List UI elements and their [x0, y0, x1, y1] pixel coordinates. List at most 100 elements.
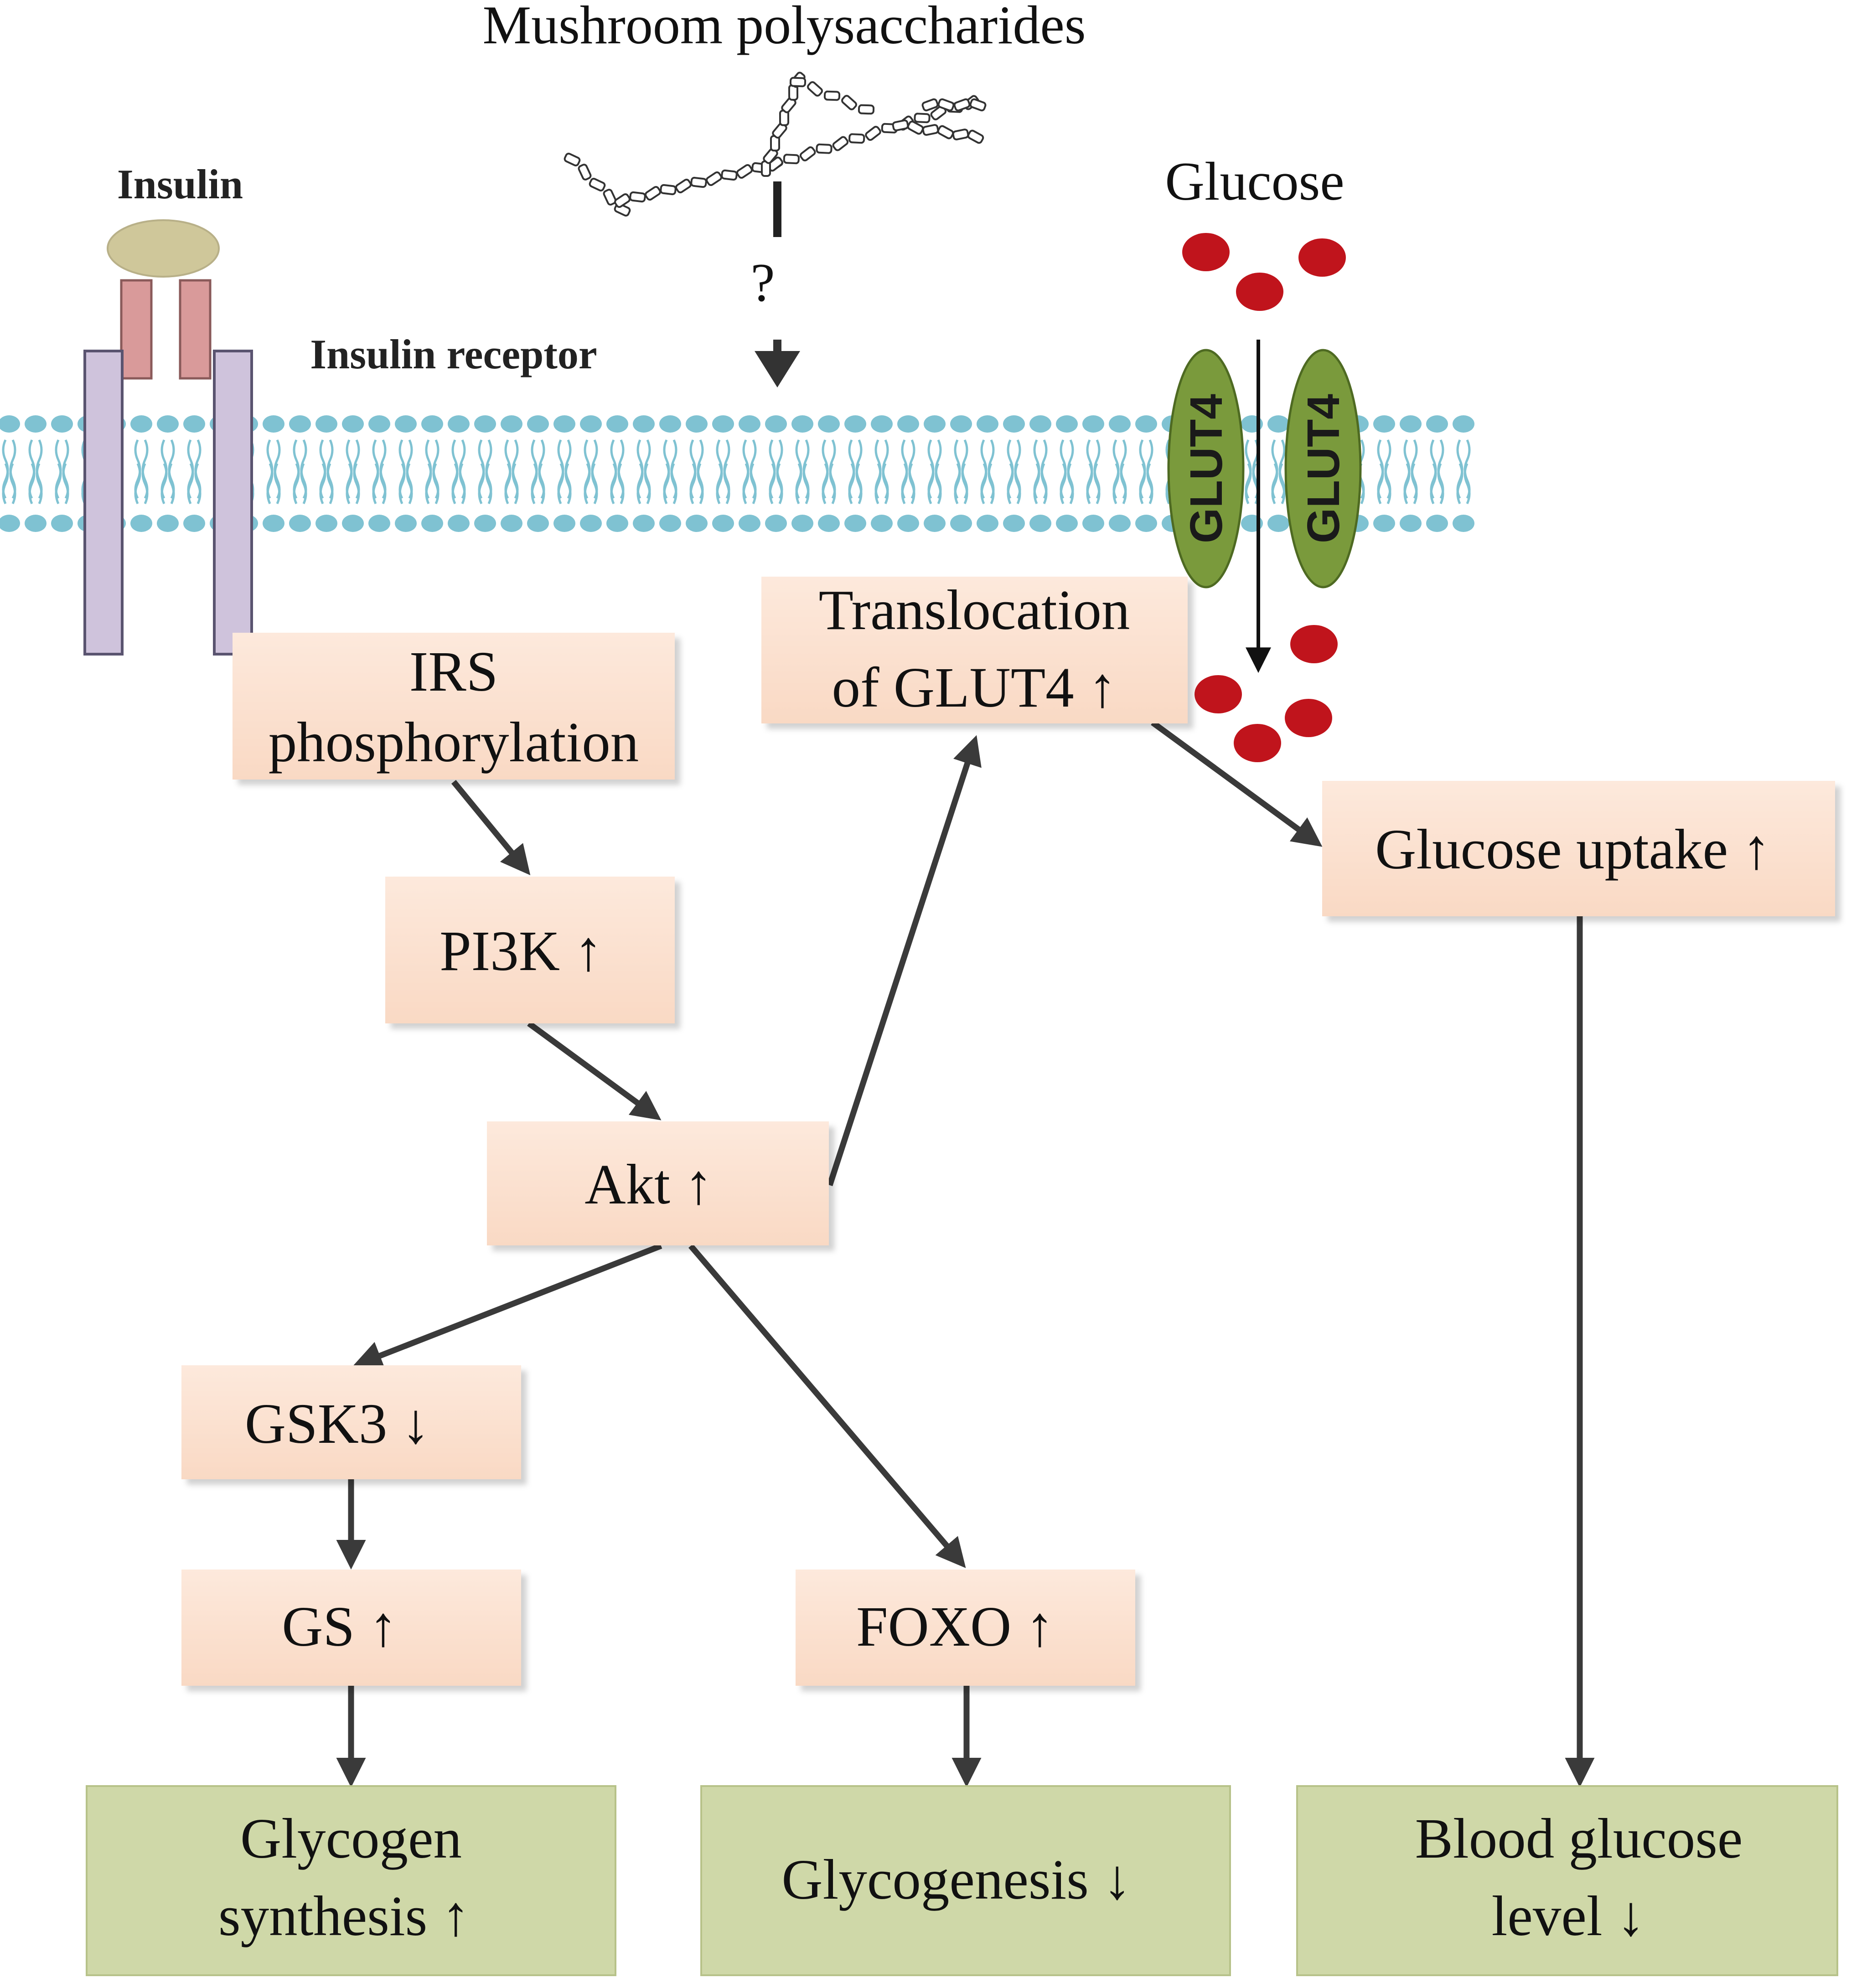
irs-label-line1: IRS [409, 640, 498, 703]
glycogen-synthesis-line1: Glycogen [240, 1807, 462, 1870]
lipid-head [1109, 515, 1131, 532]
lipid-head [527, 515, 549, 532]
glucose-uptake-box [1322, 781, 1835, 916]
lipid-head [501, 415, 522, 433]
lipid-head [368, 515, 390, 532]
lipid-head [501, 515, 522, 532]
lipid-head [183, 415, 205, 433]
lipid-head [1003, 415, 1025, 433]
lipid-head [633, 515, 655, 532]
translocation-label-line2: of GLUT4 ↑ [832, 656, 1117, 719]
lipid-head [977, 515, 998, 532]
irs-label-line2: phosphorylation [269, 711, 639, 774]
blood-glucose-line1: Blood glucose [1415, 1807, 1743, 1870]
sugar-unit [789, 77, 807, 88]
glut4-transporter-right: GLUT4 [1284, 349, 1362, 589]
lipid-head [844, 515, 866, 532]
sugar-unit [953, 98, 971, 112]
lipid-head [421, 515, 443, 532]
arrow-akt-to-translocation [827, 735, 982, 1187]
lipid-head [1109, 415, 1131, 433]
sugar-unit [865, 126, 881, 141]
sugar-unit [921, 98, 939, 112]
lipid-head [448, 515, 470, 532]
lipid-head [448, 415, 470, 433]
insulin-label: Insulin [117, 161, 243, 207]
akt-box [487, 1121, 829, 1245]
lipid-head [421, 415, 443, 433]
lipid-head [712, 415, 734, 433]
receptor-beta-right [213, 350, 253, 656]
lipid-head [686, 415, 708, 433]
lipid-head [1267, 415, 1289, 433]
lipid-head [791, 415, 813, 433]
pathway-arrows [336, 720, 1595, 1787]
pi3k-label: PI3K ↑ [440, 920, 603, 983]
arrow-akt-to-foxo [688, 1244, 966, 1568]
lipid-head [474, 515, 496, 532]
lipid-head [1267, 515, 1289, 532]
receptor-alpha-right [179, 279, 212, 380]
lipid-head [474, 415, 496, 433]
lipid-head [157, 515, 179, 532]
sugar-unit [892, 119, 909, 131]
sugar-unit [937, 98, 955, 112]
glucose-molecule-icon [1290, 625, 1338, 663]
sugar-unit [848, 133, 865, 144]
insulin-molecule-icon [107, 219, 220, 278]
lipid-head [368, 415, 390, 433]
sugar-unit [952, 129, 969, 140]
question-mark: ? [750, 252, 775, 313]
lipid-head [739, 515, 760, 532]
sugar-unit [629, 191, 646, 203]
sugar-unit [832, 136, 849, 151]
receptor-beta-left [83, 350, 124, 656]
arrow-irs-to-pi3k [451, 780, 531, 876]
lipid-head [25, 515, 47, 532]
insulin-receptor-icon [83, 219, 253, 656]
lipid-head [553, 415, 575, 433]
sugar-unit [858, 104, 875, 115]
sugar-unit [660, 184, 677, 196]
irs-box [233, 633, 675, 780]
glucose-molecule-icon [1195, 675, 1242, 713]
lipid-head [1400, 415, 1422, 433]
sugar-unit [578, 164, 592, 181]
sugar-unit [690, 176, 707, 188]
gsk3-box [181, 1365, 521, 1479]
lipid-head [553, 515, 575, 532]
glucose-molecule-icon [1298, 238, 1346, 277]
lipid-head [897, 515, 919, 532]
lipid-head [1056, 515, 1078, 532]
lipid-head [950, 515, 972, 532]
lipid-head [1082, 515, 1104, 532]
lipid-head [580, 415, 602, 433]
lipid-head [1029, 415, 1051, 433]
lipid-head [871, 515, 893, 532]
lipid-head [765, 415, 787, 433]
lipid-head [1373, 415, 1395, 433]
sugar-unit [967, 129, 984, 144]
sugar-unit [807, 81, 823, 97]
lipid-head [818, 415, 840, 433]
lipid-head [342, 515, 364, 532]
lipid-head [1400, 515, 1422, 532]
glucose-molecule-icon [1285, 699, 1332, 737]
foxo-label: FOXO ↑ [856, 1596, 1054, 1658]
glycogen-synthesis-box [86, 1785, 616, 1976]
gs-label: GS ↑ [282, 1596, 398, 1658]
glucose-molecules-inside [1195, 625, 1338, 762]
lipid-head [659, 415, 681, 433]
lipid-head [897, 415, 919, 433]
lipid-head [739, 415, 760, 433]
lipid-head [289, 515, 311, 532]
lipid-head [1082, 415, 1104, 433]
lipid-head [844, 415, 866, 433]
lipid-head [977, 415, 998, 433]
glycogen-synthesis-line2: synthesis ↑ [218, 1885, 470, 1948]
arrow-pi3k-to-akt [527, 1021, 662, 1121]
lipid-head [606, 415, 628, 433]
lipid-head [1135, 515, 1157, 532]
akt-label: Akt ↑ [584, 1153, 713, 1216]
